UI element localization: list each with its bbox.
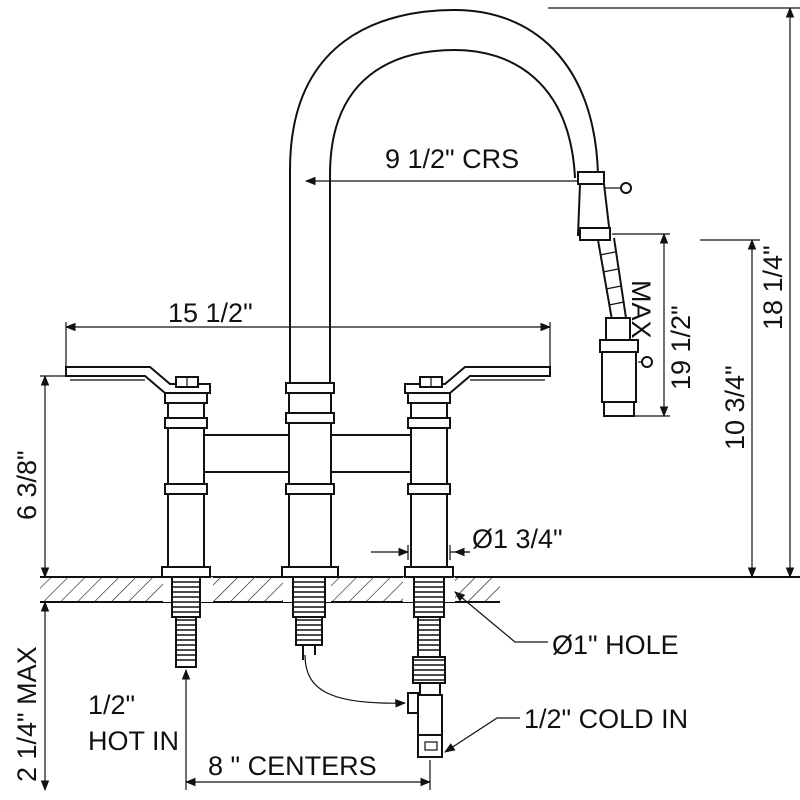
hose-max-word: MAX — [626, 280, 656, 339]
left-valve-body — [161, 392, 211, 578]
right-valve-body — [404, 392, 454, 578]
center-shank — [292, 576, 326, 660]
overall-height-label: 18 1/4" — [758, 245, 788, 330]
overall-width-label: 15 1/2" — [168, 298, 253, 328]
left-shank — [171, 576, 201, 668]
spray-head — [597, 237, 653, 417]
base-diameter-label: Ø1 3/4" — [472, 524, 563, 554]
right-shank — [407, 576, 446, 758]
centers-label: 8 " CENTERS — [208, 751, 377, 781]
center-spout-base — [281, 382, 339, 578]
hot-in-label: HOT IN — [88, 726, 179, 756]
dimension-lines — [40, 6, 800, 792]
spout-height-label: 10 3/4" — [720, 365, 750, 450]
hole-size-label: Ø1" HOLE — [552, 630, 679, 660]
cold-in-label: 1/2" COLD IN — [524, 704, 688, 734]
left-handle — [65, 366, 211, 394]
right-handle — [404, 366, 551, 394]
deck-height-label: 6 3/8" — [12, 450, 42, 520]
hose-max-label: 19 1/2" — [666, 305, 696, 390]
spout — [289, 8, 632, 383]
deck-thickness-label: 2 1/4" MAX — [12, 646, 42, 782]
spout-reach-label: 9 1/2" CRS — [385, 144, 519, 174]
shank-threads — [172, 581, 445, 681]
bridge — [204, 434, 411, 473]
hot-size-label: 1/2" — [88, 690, 135, 720]
hose-line — [304, 654, 407, 708]
